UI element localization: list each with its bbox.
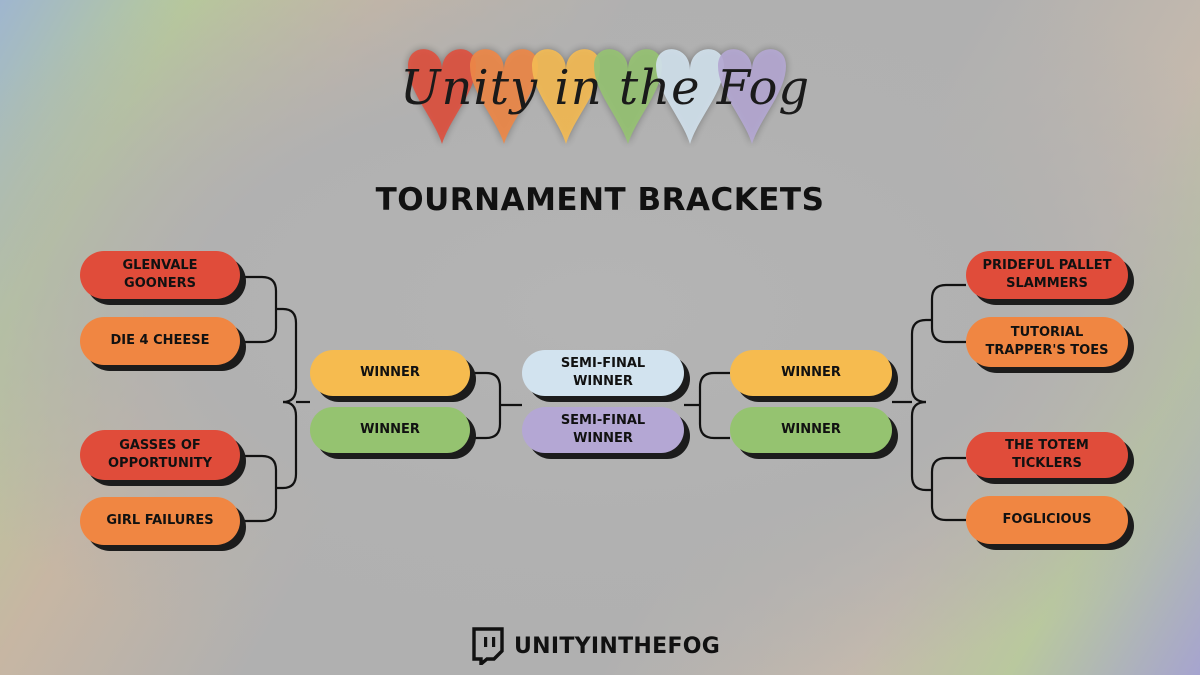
left-team-4: GIRL FAILURES	[80, 497, 240, 545]
left-winners-connector	[470, 371, 522, 440]
footer: UNITYINTHEFOG	[470, 626, 720, 666]
right-team-3: THE TOTEM TICKLERS	[966, 432, 1128, 478]
logo: Unity in the Fog	[400, 38, 811, 150]
left-team-3: GASSES OF OPPORTUNITY	[80, 430, 240, 480]
right-top-pair-connector	[910, 283, 966, 404]
right-winners-connector	[684, 371, 730, 440]
right-team-2: TUTORIAL TRAPPER'S TOES	[966, 317, 1128, 367]
twitch-icon	[472, 627, 504, 665]
left-winner-2: WINNER	[310, 407, 470, 453]
right-winner-2: WINNER	[730, 407, 892, 453]
left-top-pair-connector	[240, 275, 298, 404]
channel-handle: UNITYINTHEFOG	[514, 633, 721, 659]
right-winner-1: WINNER	[730, 350, 892, 396]
semi-final-1: SEMI-FINAL WINNER	[522, 350, 684, 396]
logo-text: Unity in the Fog	[400, 60, 811, 116]
left-team-2: DIE 4 CHEESE	[80, 317, 240, 365]
left-winner-1: WINNER	[310, 350, 470, 396]
right-team-1: PRIDEFUL PALLET SLAMMERS	[966, 251, 1128, 299]
page-title: TOURNAMENT BRACKETS	[375, 182, 825, 218]
right-team-4: FOGLICIOUS	[966, 496, 1128, 544]
left-bottom-pair-connector	[240, 400, 298, 523]
left-team-1: GLENVALE GOONERS	[80, 251, 240, 299]
semi-final-2: SEMI-FINAL WINNER	[522, 407, 684, 453]
right-bottom-pair-connector	[910, 400, 966, 522]
